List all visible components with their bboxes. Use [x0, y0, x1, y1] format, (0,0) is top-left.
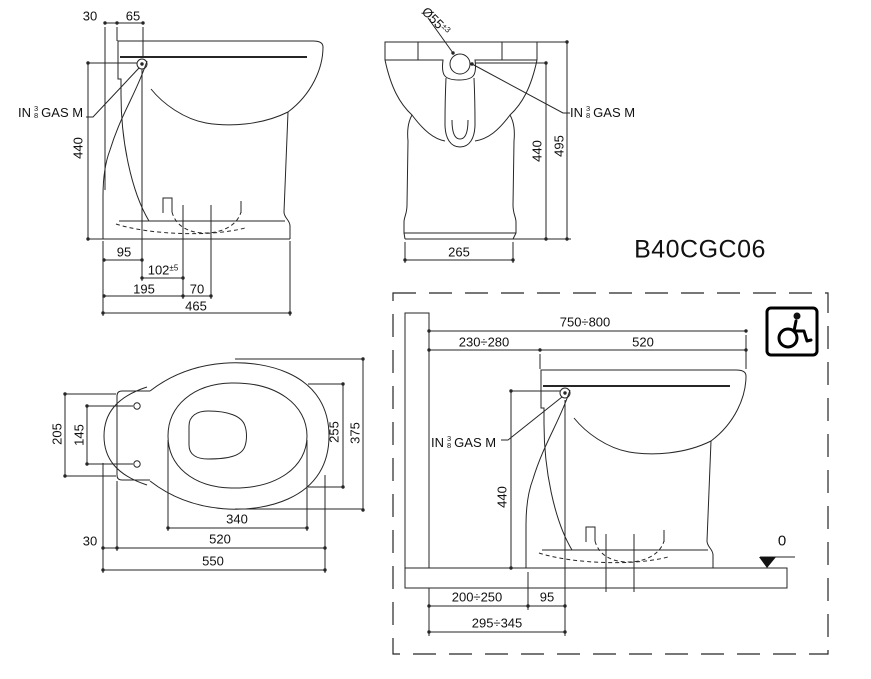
installation-view: [392, 292, 829, 655]
dim-front-495: 495: [551, 135, 567, 157]
dim-front-440: 440: [529, 140, 545, 162]
datum-triangle: [759, 557, 776, 568]
dim-install-floor-range: 200÷250: [451, 589, 503, 605]
side-view: [86, 21, 324, 316]
installation-boundary: [392, 292, 829, 655]
front-view: [384, 17, 571, 263]
top-view: [63, 357, 365, 573]
dim-install-520: 520: [632, 334, 654, 350]
dim-top-30: 30: [82, 533, 98, 549]
dim-top-520: 520: [209, 531, 231, 547]
floor-hatch: [404, 567, 788, 589]
dim-install-back-range: 230÷280: [458, 334, 510, 350]
dim-side-102: 102±5: [147, 262, 179, 278]
dim-side-465: 465: [185, 298, 207, 314]
datum-level-label: 0: [777, 532, 787, 550]
dim-install-95: 95: [539, 589, 555, 605]
wheelchair-icon: [765, 306, 819, 357]
dim-side-30: 30: [82, 8, 98, 24]
dim-top-340: 340: [226, 511, 248, 527]
dim-side-195: 195: [133, 281, 155, 297]
model-code: B40CGC06: [634, 235, 766, 264]
wall-hatch: [404, 312, 430, 569]
dim-top-205: 205: [49, 423, 65, 445]
dim-install-440: 440: [494, 486, 510, 508]
dim-top-145: 145: [71, 424, 87, 446]
dim-side-440: 440: [70, 137, 86, 159]
dim-front-265: 265: [448, 244, 470, 260]
dim-install-total-range: 295÷345: [471, 615, 523, 631]
dim-side-65: 65: [125, 8, 141, 24]
dim-top-375: 375: [347, 422, 363, 444]
dim-side-70: 70: [189, 281, 205, 297]
dim-top-255: 255: [326, 421, 342, 443]
dim-side-95: 95: [116, 244, 132, 260]
dim-top-550: 550: [202, 553, 224, 569]
dim-install-wall-range: 750÷800: [559, 314, 611, 330]
